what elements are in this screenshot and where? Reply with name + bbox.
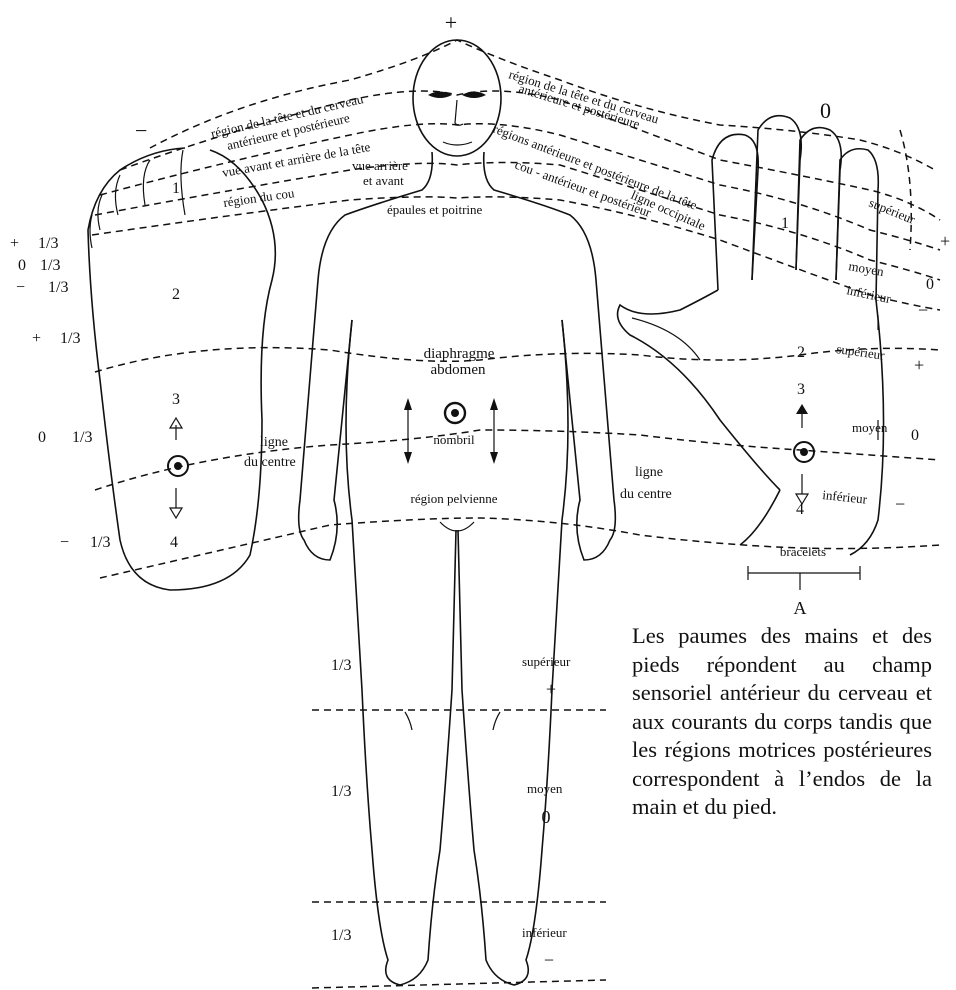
hand-side-dash xyxy=(900,130,911,250)
right-torso-outline xyxy=(484,152,616,560)
hand-pol-minus-1: − xyxy=(918,300,928,320)
leg-moy: moyen xyxy=(527,781,563,796)
label-neck: région du cou xyxy=(222,185,295,210)
label-neck2-b: et avant xyxy=(363,173,404,188)
hand-arrowhead-up xyxy=(796,404,808,414)
nose xyxy=(455,100,463,125)
foot-third-6: 1/3 xyxy=(90,534,110,551)
foot-num-4: 4 xyxy=(170,534,178,551)
leg-plus: + xyxy=(546,679,556,699)
hand-pol-plus-1: + xyxy=(940,231,950,251)
label-centerline-left-a: ligne xyxy=(260,435,288,450)
hand-pol-plus-2: + xyxy=(914,355,924,375)
foot-third-2: 1/3 xyxy=(40,257,60,274)
label-hand-moy-2: moyen xyxy=(852,420,888,435)
finger-3 xyxy=(796,128,841,280)
foot-pol-minus-1: − xyxy=(16,279,25,296)
foot-outline xyxy=(88,148,275,590)
zone-line-centre xyxy=(95,430,940,490)
foot-arrowhead-down xyxy=(170,508,182,518)
foot-pol-plus-2: + xyxy=(32,330,41,347)
leg-sup: supérieur xyxy=(522,654,571,669)
label-hand-inf-1: inférieur xyxy=(845,282,893,306)
label-centerline-right-a: ligne xyxy=(635,465,663,480)
leg-zero: 0 xyxy=(542,807,551,827)
crotch-line xyxy=(440,522,474,531)
hand-pol-zero-1: 0 xyxy=(926,276,934,293)
zone-line-neck xyxy=(95,163,940,281)
right-leg-outline xyxy=(458,530,552,985)
toe-2 xyxy=(115,175,120,215)
foot-third-4: 1/3 xyxy=(60,330,80,347)
caption-text: Les paumes des mains et des pieds répond… xyxy=(632,622,932,822)
toe-5 xyxy=(181,150,185,215)
zone-line-shoulders xyxy=(92,197,940,310)
right-knee xyxy=(493,712,500,730)
foot-third-5: 1/3 xyxy=(72,429,92,446)
left-knee xyxy=(405,712,412,730)
foot-pol-plus-1: + xyxy=(10,235,19,252)
label-shoulders: épaules et poitrine xyxy=(387,202,483,217)
foot-num-1: 1 xyxy=(172,180,180,197)
navel-arrow-left-up xyxy=(404,398,412,410)
polarity-right: 0 xyxy=(820,98,831,123)
leg-inf: inférieur xyxy=(522,925,567,940)
mouth xyxy=(443,142,472,145)
left-leg-outline xyxy=(362,530,456,985)
label-diaphragm-1: diaphragme xyxy=(424,346,495,362)
body-navel-group xyxy=(404,398,498,464)
leg-zone-line-3 xyxy=(312,980,606,988)
finger-4 xyxy=(836,149,878,300)
label-hand-sup-1: supérieur xyxy=(867,195,918,227)
polarity-top: + xyxy=(445,10,457,35)
finger-1 xyxy=(712,134,758,290)
zone-line-diaphragm xyxy=(95,348,940,372)
hand-num-4: 4 xyxy=(796,501,804,518)
label-hand-inf-2: inférieur xyxy=(822,487,869,507)
thumb-outline xyxy=(618,290,780,490)
label-hand-sup-2: supérieur xyxy=(836,341,887,363)
label-bracelets: bracelets xyxy=(780,544,826,559)
thumb-crease xyxy=(632,318,700,360)
navel-arrow-left-down xyxy=(404,452,412,464)
body-navel-dot xyxy=(451,409,459,417)
right-hip-outline xyxy=(552,320,568,690)
toe-3 xyxy=(98,195,102,230)
hand-num-3: 3 xyxy=(797,381,805,398)
label-axis-A: A xyxy=(794,598,807,618)
zone-lines xyxy=(92,40,940,988)
wrist-line xyxy=(740,490,780,545)
foot-third-3: 1/3 xyxy=(48,279,68,296)
label-navel: nombril xyxy=(433,432,475,447)
label-pelvic: région pelvienne xyxy=(411,491,498,506)
foot-pol-minus-2: − xyxy=(60,534,69,551)
navel-arrow-right-down xyxy=(490,452,498,464)
foot-num-2: 2 xyxy=(172,286,180,303)
label-centerline-left-b: du centre xyxy=(244,455,296,470)
navel-arrow-right-up xyxy=(490,398,498,410)
leg-third-3: 1/3 xyxy=(331,927,351,944)
leg-third-2: 1/3 xyxy=(331,783,351,800)
hand-num-1: 1 xyxy=(781,215,789,232)
foot-pol-zero-1: 0 xyxy=(18,257,26,274)
polarity-left: − xyxy=(135,118,147,143)
leg-minus: − xyxy=(544,950,554,970)
hand-center-dot xyxy=(800,448,808,456)
foot-pol-zero-2: 0 xyxy=(38,429,46,446)
head-outline xyxy=(413,40,501,156)
foot-third-1: 1/3 xyxy=(38,235,58,252)
label-centerline-right-b: du centre xyxy=(620,487,672,502)
hand-pol-zero-2: 0 xyxy=(911,427,919,444)
foot-num-3: 3 xyxy=(172,391,180,408)
label-neck2-a: vue arrière xyxy=(352,158,408,173)
left-hip-outline xyxy=(346,320,362,690)
hand-num-2: 2 xyxy=(797,344,805,361)
label-hand-moy-1: moyen xyxy=(847,258,885,279)
leg-third-1: 1/3 xyxy=(331,657,351,674)
hand-pol-minus-2: − xyxy=(895,494,905,514)
foot-figure xyxy=(88,148,275,590)
label-diaphragm-2: abdomen xyxy=(431,362,486,378)
